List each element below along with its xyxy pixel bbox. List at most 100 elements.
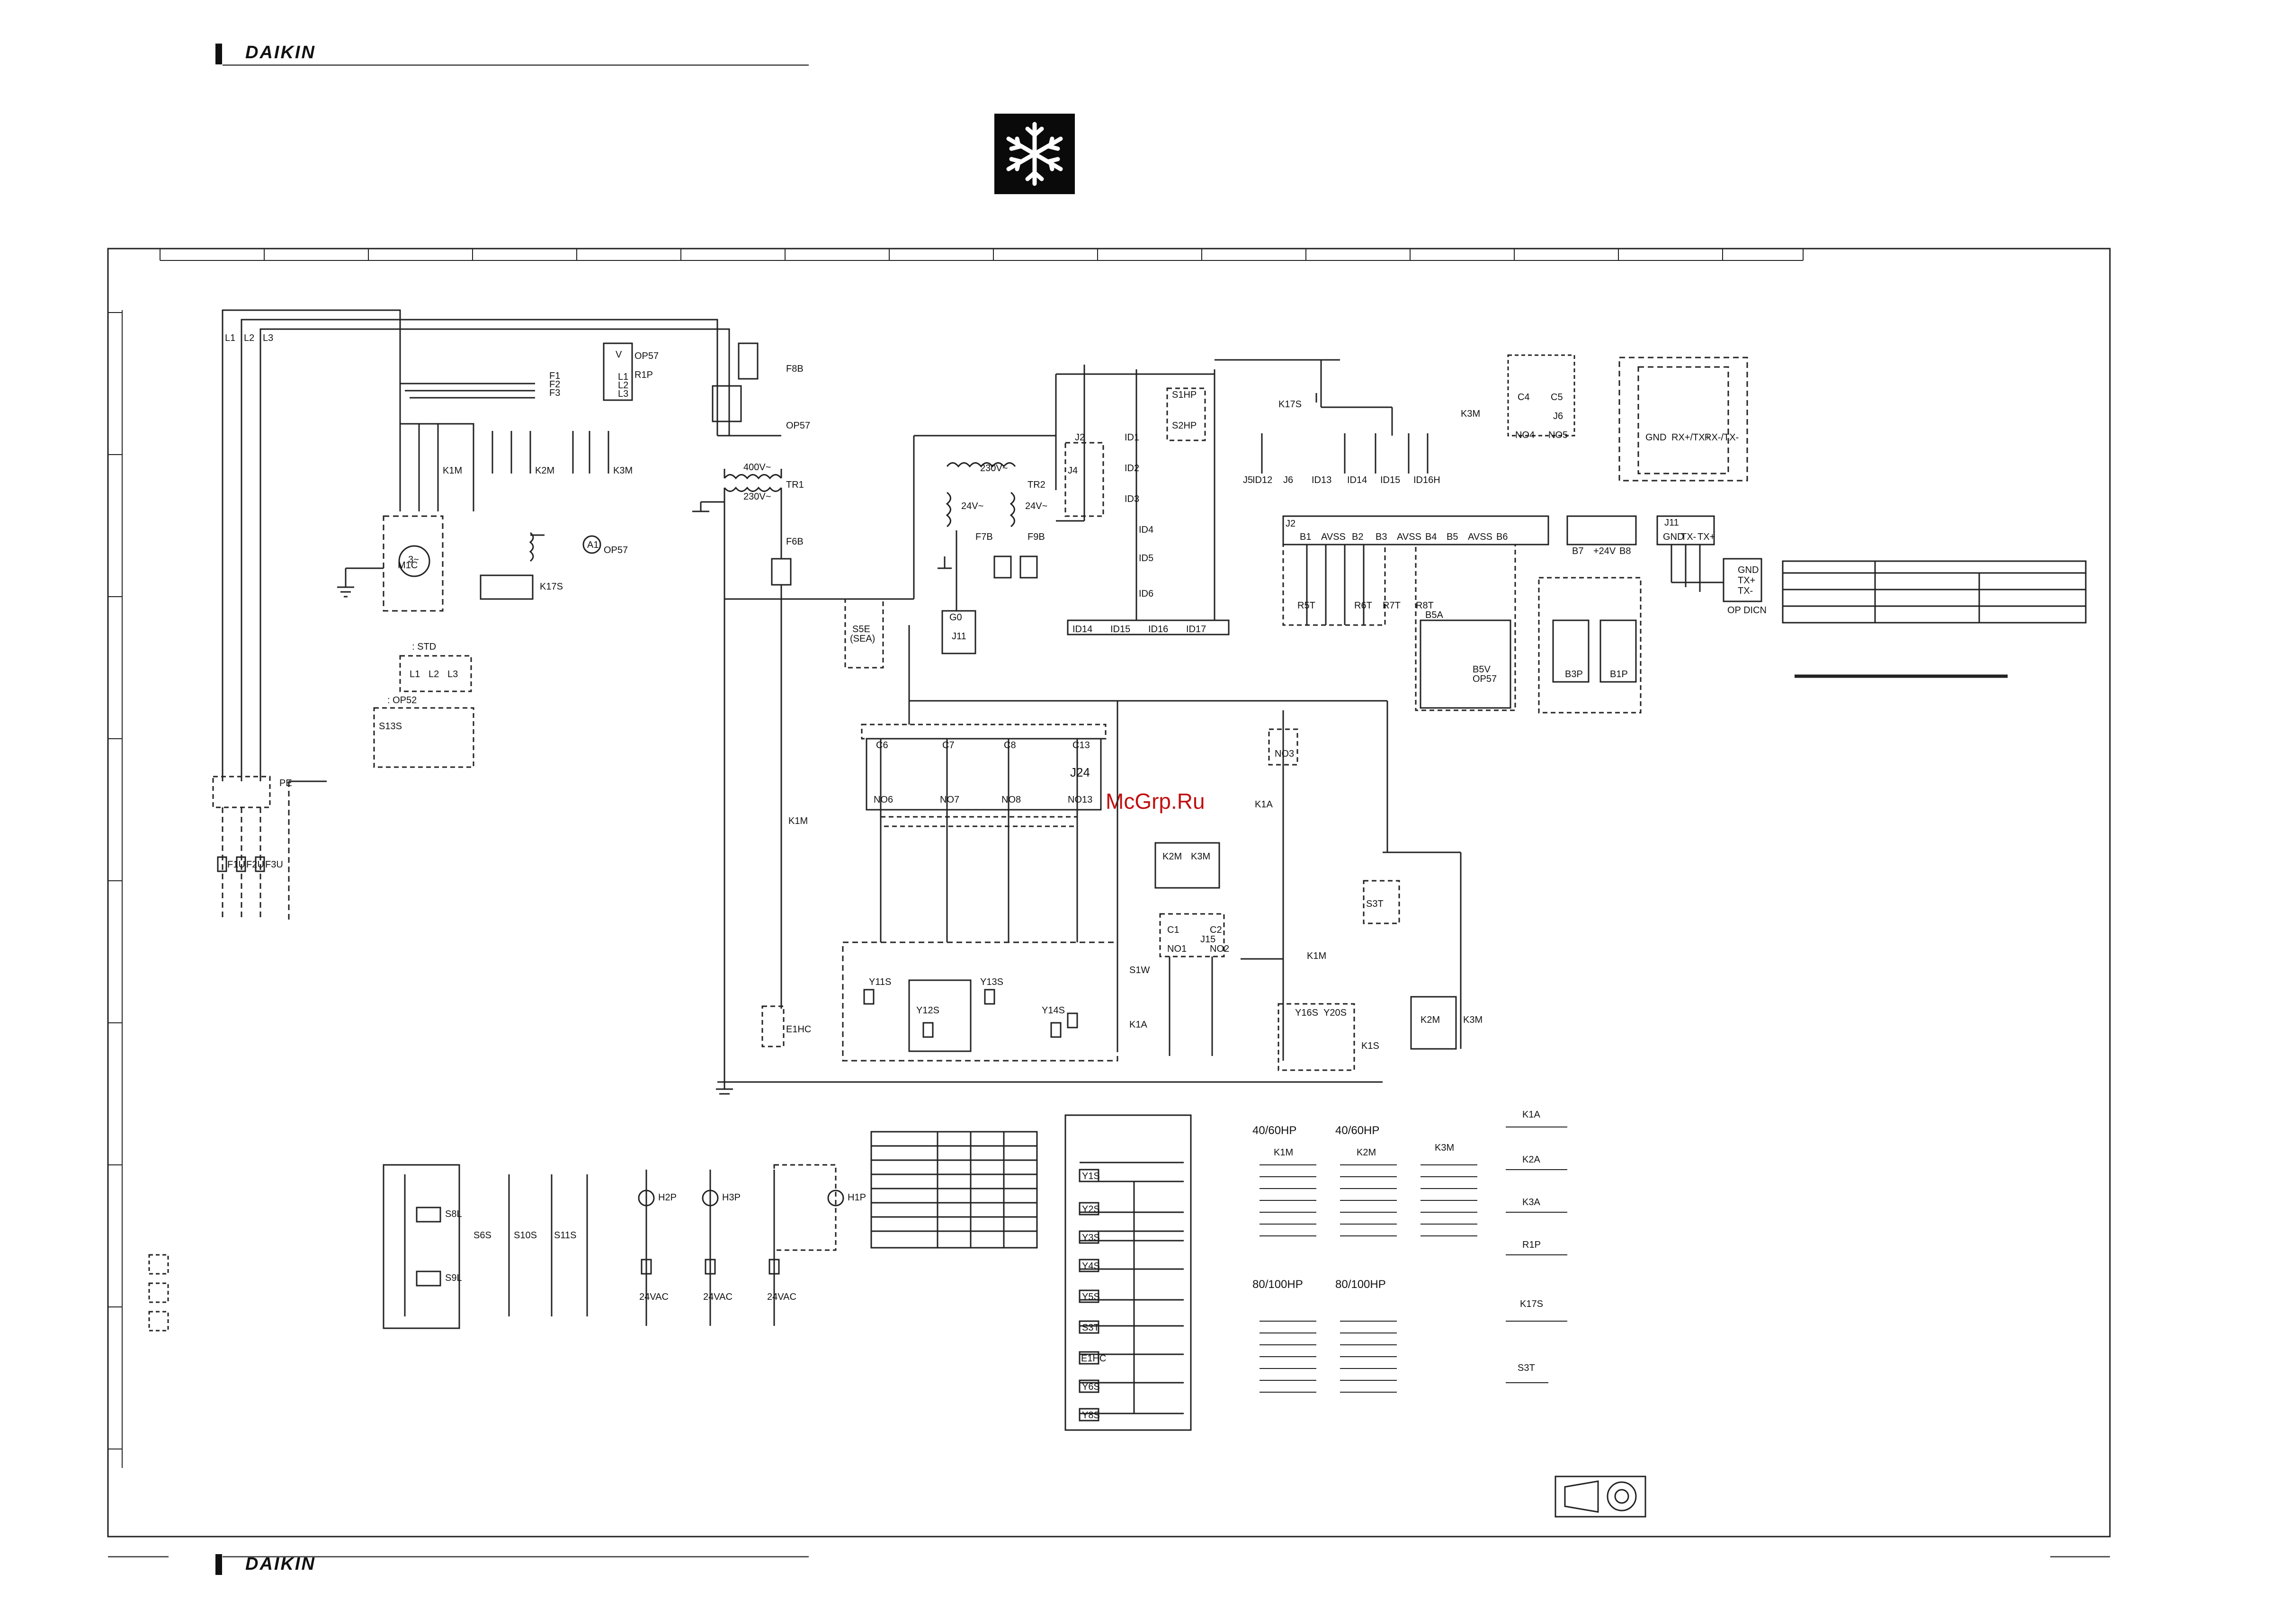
fuse-f1-label: F1 [549, 371, 560, 381]
analog-avss-1: AVSS [1321, 532, 1346, 542]
k3m-comm-label: K3M [1461, 409, 1480, 419]
terminal-y4s: Y4S [1082, 1261, 1100, 1271]
volt-2: 24VAC [703, 1292, 733, 1302]
relay-k2m: K2M [1162, 851, 1182, 862]
input-id6: ID6 [1139, 589, 1153, 599]
b5a-label: B5A [1425, 610, 1443, 620]
j2-top-label: J2 [1075, 432, 1085, 443]
analog-avss-2: AVSS [1397, 532, 1421, 542]
probe-j6: J6 [1283, 475, 1293, 485]
tr2-sec-right: 24V~ [1025, 501, 1047, 511]
k1a-control-label: K1A [1255, 799, 1273, 810]
contacts-s3t: S3T [1518, 1363, 1535, 1373]
net-gnd: GND [1738, 565, 1759, 575]
terminal-y8s: Y8S [1082, 1410, 1100, 1421]
analog-b2: B2 [1352, 532, 1363, 542]
phase-term-l1: L1 [618, 372, 628, 382]
analog-b3: B3 [1376, 532, 1387, 542]
sensor-r6t: R6T [1354, 600, 1372, 611]
std-l2: L2 [429, 669, 439, 680]
std-tag: : STD [412, 642, 436, 652]
header-brand: DAIKIN [245, 43, 316, 63]
fuse-f8b-label: F8B [786, 364, 804, 374]
k2m-coil: K2M [1420, 1015, 1440, 1025]
remote-s9l: S9L [445, 1273, 462, 1283]
sensor-b1p: B1P [1610, 669, 1628, 680]
controller-name: J24 [1070, 765, 1090, 779]
b5-option: OP57 [1473, 674, 1497, 684]
j11-gnd: GND [1663, 532, 1684, 542]
drawing-frame [107, 248, 2111, 1538]
tr1-secondary: 230V~ [743, 492, 771, 502]
contacts-title-c: 80/100HP [1252, 1278, 1303, 1291]
contactor-k3m-label: K3M [613, 465, 633, 476]
contacts-title-a: 40/60HP [1252, 1124, 1296, 1137]
fuse-f2u-label: F2U [246, 859, 264, 870]
j11-label: J11 [952, 631, 966, 642]
lamp-h2p: H2P [658, 1192, 677, 1203]
terminal-y6s: Y6S [1082, 1382, 1100, 1392]
analog-b6: B6 [1496, 532, 1508, 542]
switch-s6s: S6S [473, 1230, 491, 1241]
opt-tag: : OP52 [387, 695, 417, 706]
j6-label: J6 [1553, 411, 1563, 421]
fuse-f7b-label: F7B [975, 532, 993, 542]
relay-k1m: K1M [1307, 951, 1326, 961]
j15-c2: C2 [1210, 925, 1222, 935]
switch-s13s: S13S [379, 721, 402, 732]
controller-no7: NO7 [940, 795, 959, 805]
valve-y11s: Y11S [869, 977, 891, 987]
sensor-r5t: R5T [1297, 600, 1315, 611]
sensor-b3p: B3P [1565, 669, 1583, 680]
s5e-sub: (SEA) [850, 634, 875, 644]
j15-label: J15 [1200, 934, 1215, 945]
sensor-r8t: R8T [1416, 600, 1434, 611]
footer-rule-left [108, 1556, 169, 1557]
switch-s11s: S11S [554, 1230, 576, 1241]
rs485-gnd: GND [1645, 432, 1666, 443]
b7-pin: B7 [1572, 546, 1583, 556]
sensor-r7t: R7T [1383, 600, 1401, 611]
controller-c6: C6 [876, 740, 888, 751]
input-id1: ID1 [1125, 432, 1139, 443]
fuse-f2-label: F2 [549, 379, 560, 390]
pressure-s1hp: S1HP [1172, 390, 1197, 400]
j6-no5: NO5 [1548, 430, 1568, 440]
contacts-k1a: K1A [1522, 1109, 1540, 1120]
input-id13: ID13 [1312, 475, 1331, 485]
fuse-f3u-label: F3U [265, 859, 283, 870]
analog-b4: B4 [1425, 532, 1437, 542]
footer-rule [223, 1556, 809, 1557]
contacts-k3m: K3M [1435, 1143, 1454, 1153]
controller-no8: NO8 [1001, 795, 1021, 805]
phase-term-l2: L2 [618, 380, 628, 391]
line-l1-label: L1 [225, 333, 235, 343]
phase-term-l3: L3 [618, 389, 628, 399]
tr2-sec-left: 24V~ [961, 501, 983, 511]
input-id4: ID4 [1139, 525, 1153, 535]
input-id14: ID14 [1072, 624, 1092, 635]
analog-b1: B1 [1300, 532, 1311, 542]
fuse-f3-label: F3 [549, 388, 560, 398]
volt-1: 24VAC [639, 1292, 669, 1302]
contacts-title-b: 40/60HP [1335, 1124, 1379, 1137]
input-id5: ID5 [1139, 553, 1153, 563]
controller-c7: C7 [942, 740, 955, 751]
j15-no1: NO1 [1167, 944, 1187, 954]
controller-no13: NO13 [1068, 795, 1092, 805]
controller-c8: C8 [1004, 740, 1016, 751]
input-id16: ID16 [1148, 624, 1168, 635]
line-l2-label: L2 [244, 333, 254, 343]
input-id3: ID3 [1125, 494, 1139, 504]
contacts-k17s: K17S [1520, 1299, 1543, 1309]
overload-label: K17S [540, 581, 563, 592]
probe-j5: J5 [1243, 475, 1253, 485]
k1m-control-label: K1M [788, 816, 808, 826]
controller-no6: NO6 [874, 795, 893, 805]
voltmeter-option: OP57 [634, 351, 659, 361]
lamp-h1p: H1P [848, 1192, 866, 1203]
comm-option: OP DICN [1727, 605, 1767, 616]
k17s-top-label: K17S [1278, 399, 1302, 410]
j11-txm: TX- [1681, 532, 1696, 542]
s5e-label: S5E [852, 624, 870, 635]
